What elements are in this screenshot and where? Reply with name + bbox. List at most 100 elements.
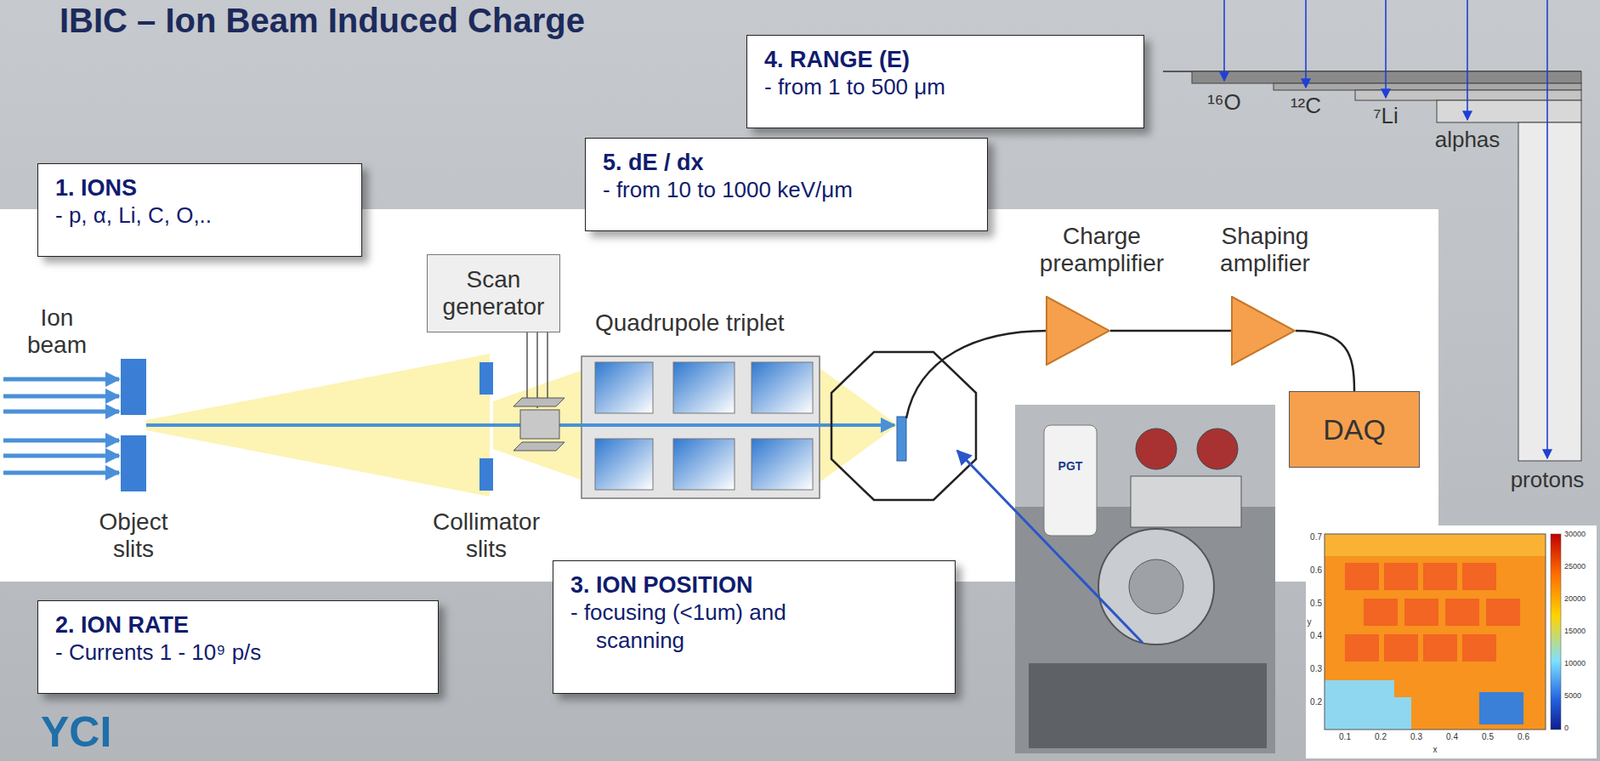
quadrupole-magnet: [673, 438, 735, 490]
ion-arrow: [3, 409, 120, 415]
photo-table: [1028, 663, 1267, 749]
amplifier-triangle: Charge preamplifier: [1039, 222, 1164, 366]
ion-arrow: [3, 377, 120, 382]
part-label: Quadrupole triplet: [595, 309, 785, 337]
box-label: Scan generator: [442, 266, 545, 321]
box-label: DAQ: [1322, 413, 1386, 447]
photo-magnet: [1135, 428, 1177, 470]
colorbar-tick: 5000: [1564, 691, 1582, 700]
colorbar-tick: 20000: [1564, 594, 1586, 603]
axis-title: x: [1433, 744, 1438, 755]
range-arrow: [1384, 0, 1387, 98]
photo-magnet: [1197, 428, 1238, 470]
heatmap-field: [1324, 533, 1546, 730]
callout-body: - from 1 to 500 μm: [764, 73, 1127, 102]
heatmap-low: [1479, 692, 1524, 725]
axis-tick: 0.6: [1517, 731, 1530, 743]
target-chamber: [831, 351, 976, 500]
heatmap-block: [1462, 562, 1497, 591]
callout-body: - Currents 1 - 10⁹ p/s: [55, 638, 421, 667]
photo-frame: [1130, 476, 1242, 528]
axis-tick: 0.1: [1339, 731, 1351, 743]
scan-wire: [546, 332, 549, 400]
heatmap-block: [1404, 598, 1439, 626]
signal-wire: [1110, 329, 1232, 333]
range-arrow: [1304, 0, 1307, 88]
scan-coil: [520, 409, 560, 439]
quadrupole-housing: [581, 356, 820, 499]
leader-arrow: [957, 450, 1143, 643]
callout-heading: 4. RANGE (E): [764, 45, 1127, 74]
amplifier-label: Shaping amplifier: [1219, 222, 1311, 278]
scan-plate: [513, 442, 565, 451]
heatmap-block: [1423, 562, 1458, 591]
axis-tick: 0.7: [1310, 532, 1322, 543]
white-band: [0, 209, 1439, 582]
callout-heading: 5. dE / dx: [602, 148, 971, 176]
callout-body: - p, α, Li, C, O,..: [55, 201, 345, 230]
triangle-shape: [1045, 295, 1111, 366]
callout-box: 4. RANGE (E)- from 1 to 500 μm: [746, 34, 1145, 129]
ion-arrow: [3, 470, 120, 476]
photo-dewar: [1043, 425, 1097, 536]
quadrupole-magnet: [751, 362, 813, 414]
axis-tick: 0.2: [1310, 697, 1322, 708]
ion-label: protons: [1510, 467, 1585, 494]
heatmap-block: [1423, 634, 1458, 662]
triangle-outline: [1231, 296, 1295, 365]
axis-tick: 0.5: [1481, 731, 1494, 743]
signal-wire: [1295, 330, 1355, 392]
heatmap-block: [1363, 598, 1398, 626]
axis-title: y: [1307, 617, 1312, 628]
callout-heading: 3. ION POSITION: [570, 571, 938, 599]
part-label: Ion beam: [27, 304, 87, 359]
collimator-slit: [479, 362, 494, 395]
lab-photo: [1015, 404, 1276, 754]
colorbar-tick: 30000: [1564, 529, 1586, 539]
quadrupole-magnet: [595, 438, 653, 490]
colorbar-tick: 0: [1564, 723, 1569, 732]
heatmap-block: [1384, 634, 1419, 662]
photo-port: [1129, 559, 1184, 614]
range-bar: [1191, 71, 1582, 84]
ion-label: ¹⁶O: [1207, 90, 1242, 116]
heatmap-panel: [1305, 525, 1597, 759]
triangle-shape: [1231, 295, 1296, 366]
heatmap-field: [1324, 533, 1546, 557]
range-arrow: [1466, 0, 1469, 120]
heatmap-block: [1445, 598, 1480, 626]
ion-label: ⁷Li: [1373, 103, 1399, 130]
heatmap-block: [1344, 634, 1379, 662]
range-arrow: [1223, 0, 1226, 81]
callout-box: 1. IONS- p, α, Li, C, O,..: [37, 163, 363, 257]
axis-tick: 0.3: [1410, 731, 1423, 743]
quadrupole-magnet: [595, 362, 653, 414]
scan-wire: [536, 332, 539, 409]
heatmap-low: [1324, 680, 1412, 730]
callout-heading: 1. IONS: [55, 174, 345, 202]
range-bar: [1518, 122, 1582, 461]
callout-body: - focusing (<1um) and scanning: [570, 598, 860, 654]
object-slit: [120, 435, 147, 492]
ion-label: ¹²C: [1290, 93, 1322, 120]
callout-box: 3. ION POSITION- focusing (<1um) and sca…: [552, 560, 956, 694]
heatmap-axes: [1324, 533, 1546, 730]
ion-label: alphas: [1435, 127, 1501, 154]
ion-arrow: [3, 453, 120, 459]
object-slit: [120, 358, 147, 415]
part-label: Object slits: [99, 508, 169, 563]
quadrupole-magnet: [751, 438, 813, 490]
slide-title: IBIC – Ion Beam Induced Charge: [59, 1, 585, 40]
callout-box: 5. dE / dx- from 10 to 1000 keV/μm: [584, 137, 988, 232]
ion-arrow: [3, 438, 120, 443]
colorbar: [1550, 533, 1561, 730]
scan-plate: [513, 397, 565, 407]
amplifier-triangle: Shaping amplifier: [1219, 222, 1311, 366]
photo-text: PGT: [1058, 459, 1084, 473]
range-bar: [1273, 83, 1582, 91]
colorbar-tick: 10000: [1564, 658, 1586, 668]
triangle-outline: [1046, 296, 1110, 365]
axis-tick: 0.3: [1310, 663, 1322, 675]
heatmap-block: [1462, 634, 1497, 662]
